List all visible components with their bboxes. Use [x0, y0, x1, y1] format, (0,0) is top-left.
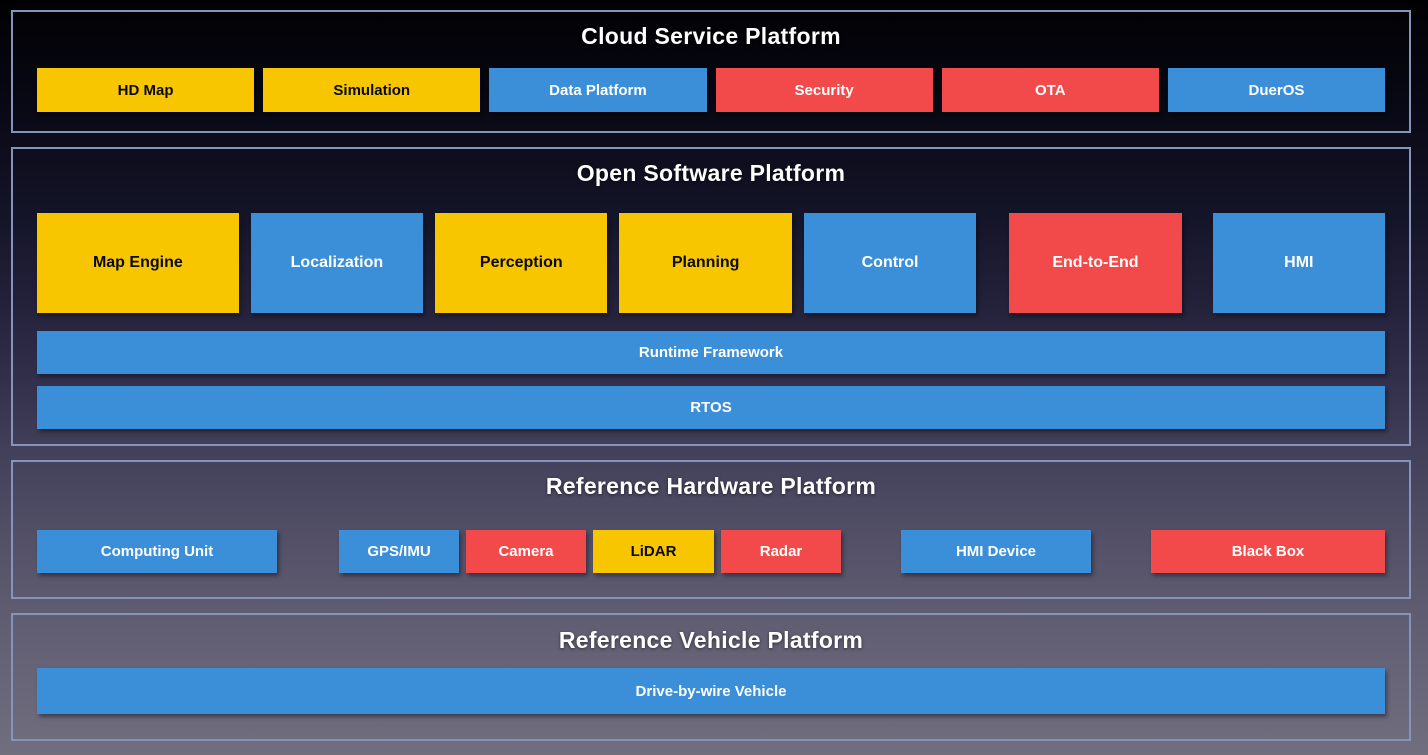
software-modules-row: Map Engine Localization Perception Plann… [37, 213, 1386, 313]
reference-vehicle-platform-title: Reference Vehicle Platform [558, 627, 864, 653]
box-data-platform: Data Platform [489, 68, 707, 112]
box-black-box: Black Box [1151, 530, 1385, 573]
box-runtime-framework: Runtime Framework [37, 331, 1385, 374]
box-hmi: HMI [1212, 213, 1386, 313]
box-planning: Planning [619, 213, 792, 313]
open-software-platform-title: Open Software Platform [576, 160, 846, 186]
box-rtos: RTOS [37, 386, 1385, 429]
box-security: Security [715, 68, 933, 112]
hardware-devices-row: Computing Unit GPS/IMU Camera LiDAR Rada… [37, 530, 1385, 573]
box-computing-unit: Computing Unit [37, 530, 277, 573]
box-lidar: LiDAR [593, 530, 714, 573]
box-hmi-device: HMI Device [901, 530, 1091, 573]
box-camera: Camera [466, 530, 586, 573]
cloud-service-platform-title: Cloud Service Platform [581, 23, 841, 49]
box-ota: OTA [941, 68, 1159, 112]
open-software-platform-section: Open Software Platform Map Engine Locali… [11, 147, 1411, 446]
box-radar: Radar [721, 530, 841, 573]
box-end-to-end: End-to-End [1009, 213, 1182, 313]
reference-hardware-platform-section: Reference Hardware Platform Computing Un… [11, 460, 1411, 599]
cloud-services-row: HD Map Simulation Data Platform Security… [37, 68, 1386, 112]
box-simulation: Simulation [263, 68, 481, 112]
cloud-service-platform-section: Cloud Service Platform HD Map Simulation… [11, 10, 1411, 133]
box-drive-by-wire-vehicle: Drive-by-wire Vehicle [37, 668, 1385, 714]
box-dueros: DuerOS [1167, 68, 1386, 112]
box-gps-imu: GPS/IMU [339, 530, 459, 573]
vehicle-layer-bars: Drive-by-wire Vehicle [37, 668, 1385, 714]
box-hd-map: HD Map [37, 68, 255, 112]
software-layer-bars: Runtime Framework RTOS [37, 331, 1385, 429]
box-control: Control [803, 213, 977, 313]
box-map-engine: Map Engine [37, 213, 239, 313]
reference-vehicle-platform-section: Reference Vehicle Platform Drive-by-wire… [11, 613, 1411, 741]
box-localization: Localization [250, 213, 424, 313]
reference-hardware-platform-title: Reference Hardware Platform [545, 473, 877, 499]
box-perception: Perception [435, 213, 608, 313]
